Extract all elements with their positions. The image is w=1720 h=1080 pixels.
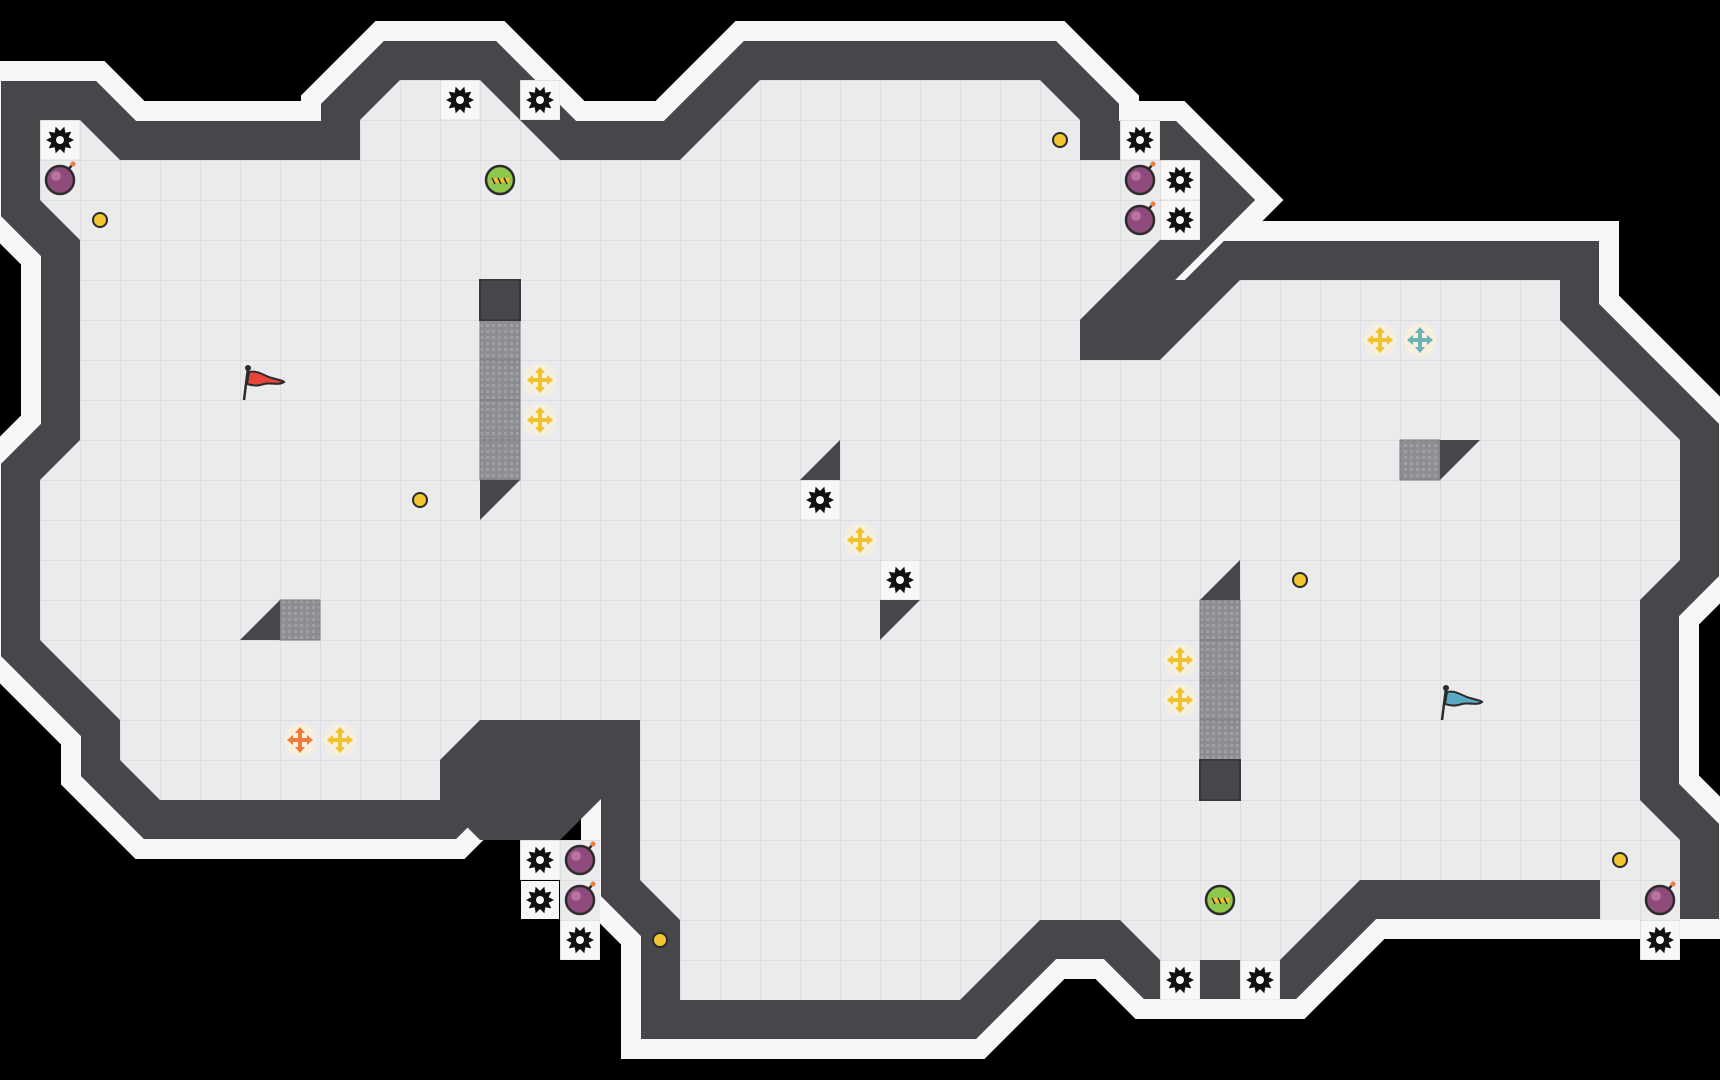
spike-icon [1161,161,1199,199]
divider-wall [440,720,640,840]
spike-icon [1161,961,1199,999]
crate-block [1399,439,1441,481]
crate-block [1199,639,1241,681]
spike-icon [521,841,559,879]
powerup-icon [324,724,356,756]
spike-icon [521,881,559,919]
powerup-icon [284,724,316,756]
obstacle-layer [240,279,1480,840]
crate-block [479,359,521,401]
spike-icon [1161,201,1199,239]
spike-icon [561,921,599,959]
crate-block [279,599,321,641]
powerup-icon [524,364,556,396]
bomb-icon [1124,201,1156,236]
bomb-icon [564,841,596,876]
powerup-icon [1404,324,1436,356]
crate-block [1199,679,1241,721]
flag-icon [1440,685,1484,721]
powerup-icon [524,404,556,436]
ramp [480,480,520,520]
spike-icon [1241,961,1279,999]
crate-block [1199,599,1241,641]
powerup-icon [844,524,876,556]
crate-block [479,399,521,441]
ramp [240,600,280,640]
ramp [1200,560,1240,600]
crate-block [1199,719,1241,761]
spike-icon [801,481,839,519]
coin-icon [412,492,428,508]
bomb-icon [1644,881,1676,916]
wall-block [1199,759,1241,801]
item-layer [41,81,1679,999]
spike-icon [441,81,479,119]
crate-block [479,319,521,361]
boost-icon [1204,884,1236,916]
coin-icon [1292,572,1308,588]
bomb-icon [564,881,596,916]
spike-icon [1121,121,1159,159]
spike-icon [881,561,919,599]
bomb-icon [44,161,76,196]
coin-icon [652,932,668,948]
ramp [1440,440,1480,480]
bomb-icon [1124,161,1156,196]
spike-icon [41,121,79,159]
powerup-icon [1164,644,1196,676]
divider-wall [1080,280,1200,360]
wall-alcove [1600,880,1640,920]
spike-icon [1641,921,1679,959]
coin-icon [1052,132,1068,148]
coin-icon [92,212,108,228]
powerup-icon [1164,684,1196,716]
powerup-icon [1364,324,1396,356]
spike-icon [521,81,559,119]
flag-icon [242,365,286,401]
boost-icon [484,164,516,196]
crate-block [479,439,521,481]
ramp [800,440,840,480]
ramp [880,600,920,640]
coin-icon [1612,852,1628,868]
wall-block [479,279,521,321]
